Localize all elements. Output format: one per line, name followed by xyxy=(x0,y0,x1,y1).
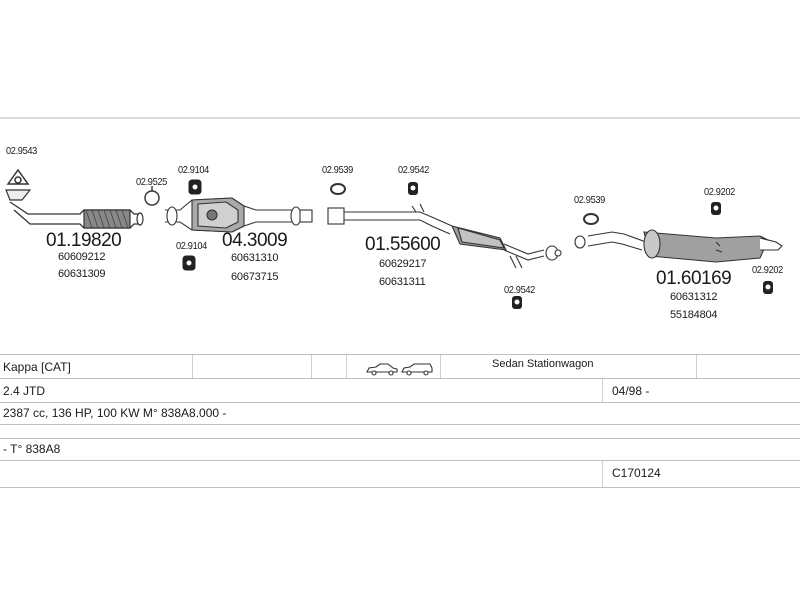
code-mount-mid-top: 02.9542 xyxy=(398,164,429,176)
part-number-front-pipe[interactable]: 01.19820 xyxy=(46,230,122,251)
oem-front-pipe-2: 60631309 xyxy=(58,268,106,280)
front-gasket-icon xyxy=(6,168,30,185)
part-number-middle-silencer[interactable]: 01.55600 xyxy=(365,234,441,255)
code-gasket-front: 02.9543 xyxy=(6,145,37,157)
type-code-cell: - T° 838A8 xyxy=(3,442,61,456)
front-pipe-drawing xyxy=(5,189,144,229)
code-mount-rear-top: 02.9202 xyxy=(704,186,735,198)
table-row: C170124 xyxy=(0,460,800,488)
part-number-rear-silencer[interactable]: 01.60169 xyxy=(656,268,732,289)
table-row: - T° 838A8 xyxy=(0,438,800,461)
rear-ring-icon xyxy=(583,213,599,225)
code-mount-cat-bottom: 02.9104 xyxy=(176,240,207,252)
code-ring-mid-left: 02.9539 xyxy=(322,164,353,176)
middle-bottom-mount-icon xyxy=(512,296,522,309)
rear-silencer-drawing xyxy=(574,229,783,263)
engine-cell: 2.4 JTD xyxy=(3,384,46,398)
code-mount-cat-top: 02.9104 xyxy=(178,164,209,176)
body-type-icons xyxy=(366,362,434,381)
date-cell: 04/98 - xyxy=(612,384,650,398)
table-row: Kappa [CAT] Sedan Stationwagon xyxy=(0,354,800,379)
car-sedan-icon xyxy=(366,363,398,376)
exhaust-diagram: 02.9543 02.9525 02.9104 02.9104 02.9539 … xyxy=(0,118,800,350)
code-clamp-front: 02.9525 xyxy=(136,176,167,188)
body-types-cell: Sedan Stationwagon xyxy=(492,358,594,370)
cell-divider xyxy=(602,461,603,487)
cell-divider xyxy=(440,355,441,379)
table-row: 2387 cc, 136 HP, 100 KW M° 838A8.000 - xyxy=(0,402,800,425)
cell-divider xyxy=(192,355,193,379)
cell-divider xyxy=(346,355,347,379)
middle-ring-icon xyxy=(330,183,346,195)
middle-top-mount-icon xyxy=(408,182,418,195)
cell-divider xyxy=(602,379,603,403)
catalog-code-cell: C170124 xyxy=(612,466,661,480)
engine-details-cell: 2387 cc, 136 HP, 100 KW M° 838A8.000 - xyxy=(3,406,227,420)
cell-divider xyxy=(311,355,312,379)
oem-rear-silencer-1: 60631312 xyxy=(670,291,718,303)
top-border xyxy=(0,117,800,119)
table-row xyxy=(0,424,800,439)
code-mount-mid-bottom: 02.9542 xyxy=(504,284,535,296)
rear-right-mount-icon xyxy=(763,281,773,294)
rear-top-mount-icon xyxy=(711,202,721,215)
catalyst-drawing xyxy=(165,197,313,233)
model-cell: Kappa [CAT] xyxy=(3,360,71,374)
table-row: 2.4 JTD 04/98 - xyxy=(0,378,800,403)
car-stationwagon-icon xyxy=(401,363,433,376)
oem-catalyst-1: 60631310 xyxy=(231,252,279,264)
cell-divider xyxy=(696,355,697,379)
code-mount-rear-right: 02.9202 xyxy=(752,264,783,276)
part-number-catalyst[interactable]: 04.3009 xyxy=(222,230,288,251)
oem-middle-silencer-2: 60631311 xyxy=(379,276,426,288)
oem-front-pipe-1: 60609212 xyxy=(58,251,106,263)
exhaust-system-drawing xyxy=(5,168,783,309)
oem-rear-silencer-2: 55184804 xyxy=(670,309,718,321)
front-clamp-icon xyxy=(144,186,160,206)
catalyst-bottom-mount-icon xyxy=(182,255,196,271)
code-ring-rear: 02.9539 xyxy=(574,194,605,206)
oem-middle-silencer-1: 60629217 xyxy=(379,258,427,270)
middle-pipe-drawing xyxy=(327,203,562,269)
catalyst-top-mount-icon xyxy=(188,179,202,195)
oem-catalyst-2: 60673715 xyxy=(231,271,279,283)
